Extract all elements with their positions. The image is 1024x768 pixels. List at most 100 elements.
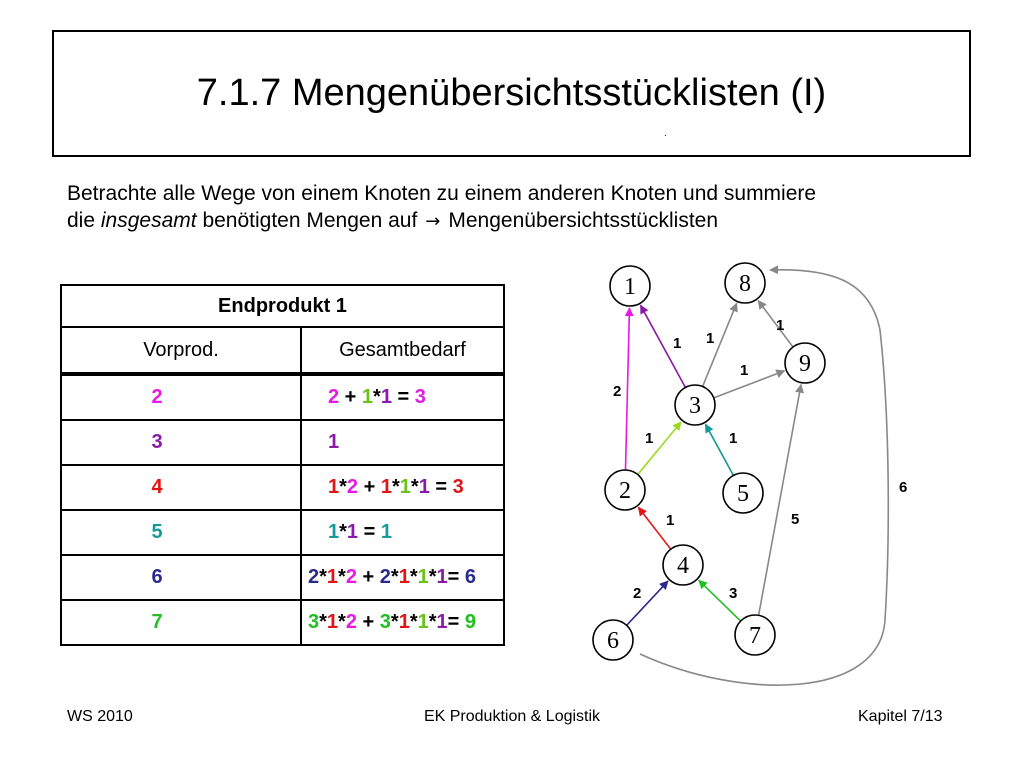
formula-term: 9: [464, 611, 477, 633]
formula-term: +: [339, 386, 362, 408]
formula-term: 2: [379, 566, 391, 588]
formula-term: *: [409, 611, 418, 633]
formula-term: *: [319, 566, 327, 588]
formula-term: 1: [346, 521, 359, 543]
node-7: 7: [734, 614, 776, 656]
edge-label-9-to-8: 1: [776, 317, 784, 334]
formula-term: *: [409, 566, 418, 588]
formula-term: *: [338, 566, 346, 588]
formula-term: 1: [417, 566, 429, 588]
node-3: 3: [674, 384, 716, 426]
formula-term: *: [428, 566, 437, 588]
node-label: 8: [739, 271, 751, 297]
formula-term: 1: [380, 386, 392, 408]
slide-title: 7.1.7 Mengenübersichtsstücklisten (I): [196, 72, 827, 114]
table-header-endprodukt: Endprodukt 1: [60, 284, 505, 328]
node-circle: [592, 619, 634, 661]
intro-prefix: die: [67, 209, 96, 232]
formula-term: 1: [380, 476, 392, 498]
formula-term: 1: [436, 566, 448, 588]
node-circle: [604, 469, 646, 511]
vorprod-cell: 4: [60, 464, 302, 511]
formula-term: 3: [414, 386, 426, 408]
edge-label-3-to-8: 1: [706, 330, 714, 347]
formula-term: *: [428, 611, 437, 633]
formula-term: +: [356, 566, 380, 588]
edge-4-to-2: [637, 506, 672, 550]
edge-7-to-9: [757, 383, 804, 616]
formula-term: 2: [345, 611, 357, 633]
formula-term: 2: [328, 386, 340, 408]
formula-term: 2: [345, 566, 357, 588]
formula-term: 2: [346, 476, 359, 498]
vorprod-cell: 2: [60, 373, 302, 421]
formula-term: 1: [328, 476, 340, 498]
formula-term: 1: [417, 611, 429, 633]
vorprod-cell: 6: [60, 554, 302, 601]
right-arrow-icon: →: [425, 211, 441, 232]
node-circle: [662, 544, 704, 586]
node-circle: [722, 472, 764, 514]
intro-italic: insgesamt: [100, 209, 197, 232]
node-label: 5: [737, 481, 749, 507]
formula-term: +: [358, 476, 381, 498]
edge-3-to-8: [701, 302, 738, 387]
edge-label-6-to-4: 2: [633, 585, 641, 602]
edge-2-to-3: [637, 421, 682, 476]
formula-term: *: [373, 386, 381, 408]
node-5: 5: [722, 472, 764, 514]
edge-label-3-to-9: 1: [740, 362, 748, 379]
gesamtbedarf-cell: 1*1 = 1: [300, 509, 505, 556]
formula-term: 1: [328, 521, 340, 543]
formula-term: 1: [398, 611, 410, 633]
formula-term: 2: [308, 566, 320, 588]
edge-label-4-to-2: 1: [666, 512, 674, 529]
formula-term: *: [391, 476, 400, 498]
node-1: 1: [609, 265, 651, 307]
node-circle: [734, 614, 776, 656]
formula-term: 3: [308, 611, 320, 633]
formula-term: =: [358, 521, 381, 543]
node-label: 9: [799, 351, 811, 377]
node-label: 3: [689, 393, 701, 419]
node-label: 6: [607, 628, 619, 654]
edge-5-to-3: [704, 423, 735, 476]
vorprod-cell: 3: [60, 419, 302, 466]
title-dot: .: [664, 128, 667, 139]
formula-term: =: [447, 611, 465, 633]
formula-term: 1: [418, 476, 430, 498]
node-2: 2: [604, 469, 646, 511]
formula-term: =: [429, 476, 453, 498]
formula-term: =: [391, 386, 415, 408]
formula-term: =: [447, 566, 465, 588]
formula-term: 1: [399, 476, 411, 498]
gesamtbedarf-cell: 1: [300, 419, 505, 466]
intro-suffix: Mengenübersichtsstücklisten: [448, 209, 719, 232]
edge-7-to-4: [698, 579, 742, 622]
formula-term: 3: [379, 611, 391, 633]
formula-term: 1: [398, 566, 410, 588]
formula-term: 1: [380, 521, 392, 543]
edge-label-7-to-9: 5: [791, 511, 799, 528]
formula-term: 1: [326, 566, 339, 588]
edge-3-to-9: [713, 369, 786, 399]
gesamtbedarf-cell: 3*1*2 + 3*1*1*1= 9: [300, 599, 505, 646]
gesamtbedarf-cell: 2 + 1*1 = 3: [300, 373, 505, 421]
formula-term: 6: [464, 566, 477, 588]
node-circle: [674, 384, 716, 426]
formula-term: *: [338, 611, 346, 633]
edge-label-2-to-3: 1: [645, 430, 653, 447]
intro-text: Betrachte alle Wege von einem Knoten zu …: [67, 180, 1007, 235]
node-label: 4: [677, 553, 689, 579]
column-header-gesamtbedarf: Gesamtbedarf: [300, 326, 505, 375]
